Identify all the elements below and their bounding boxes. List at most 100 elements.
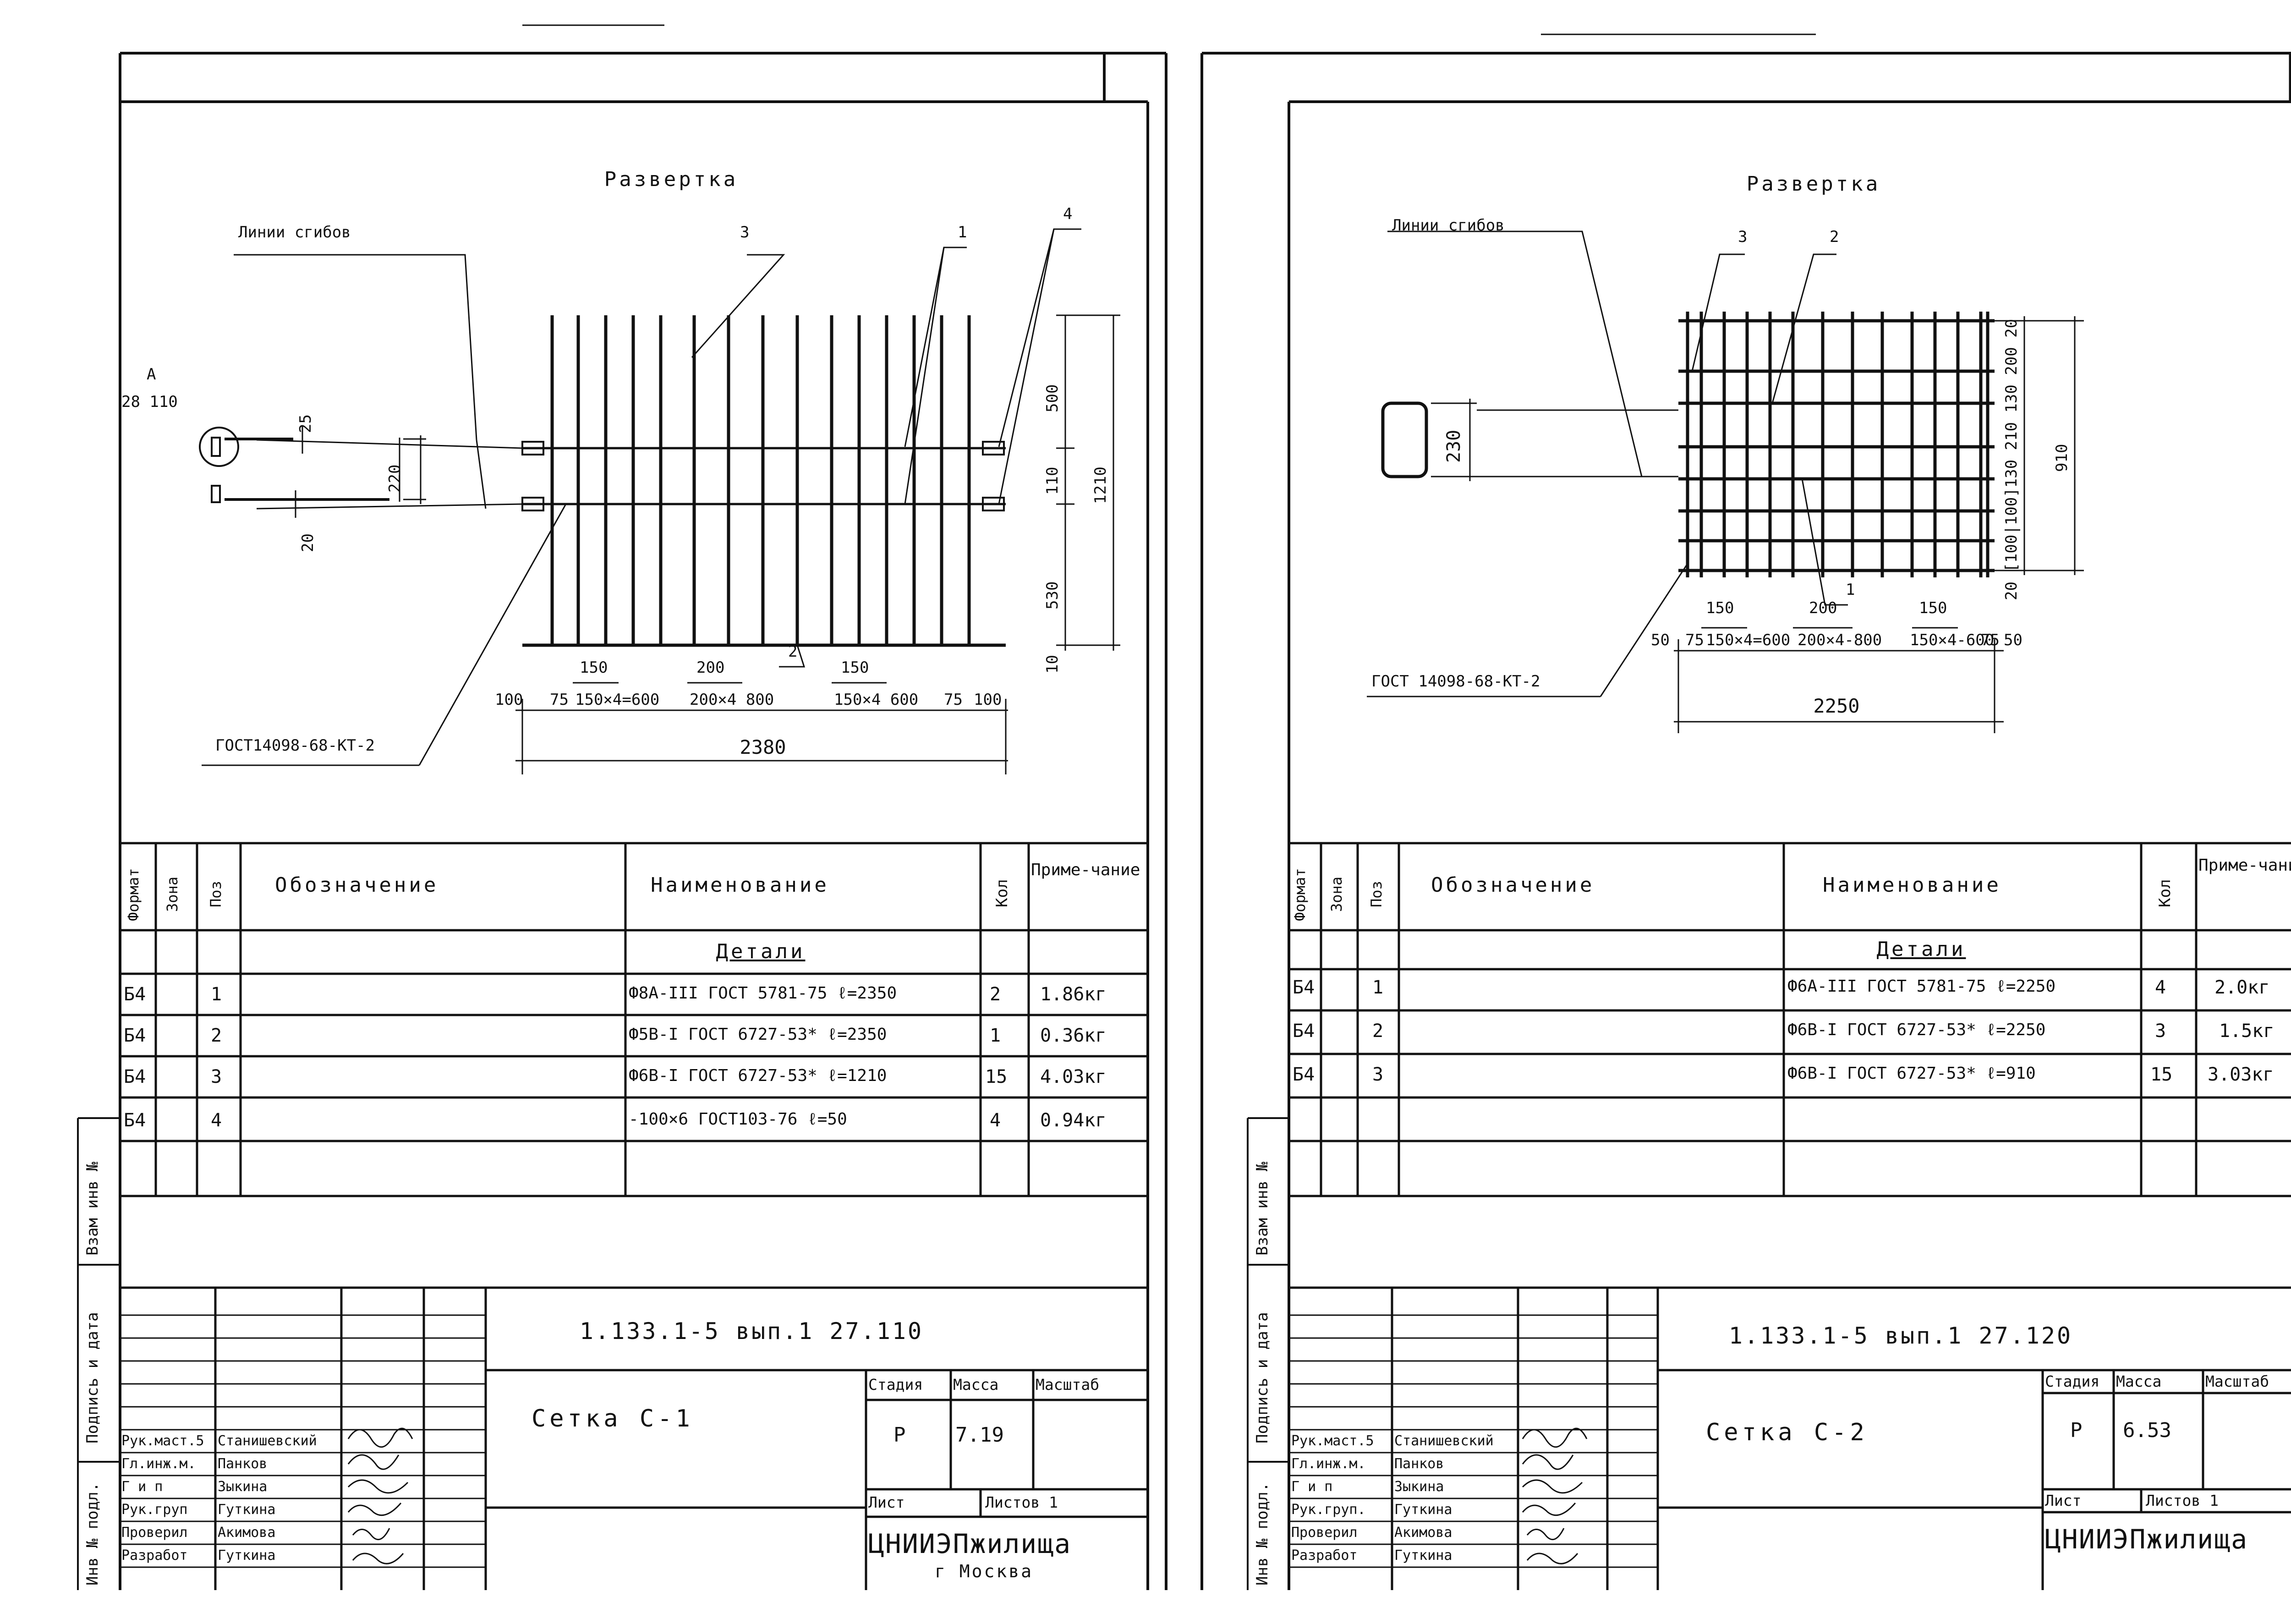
row3-format: Б4 xyxy=(1293,1064,1315,1085)
staff-name-4: Гуткина xyxy=(1394,1502,1452,1518)
row4-name: -100×6 ГОСТ103-76 ℓ=50 xyxy=(629,1110,847,1129)
staff-role-4: Рук.груп xyxy=(121,1502,188,1518)
staff-role-5: Проверил xyxy=(121,1525,188,1541)
detail-label: A xyxy=(147,365,156,384)
mass-value: 7.19 xyxy=(955,1423,1004,1447)
dim-1210: 1210 xyxy=(1091,466,1110,504)
stamp-inv-orig: Инв № подл. xyxy=(83,1482,102,1586)
row3-pos: 3 xyxy=(1372,1064,1384,1085)
mass-label: Масса xyxy=(953,1376,999,1394)
scale-label: Масштаб xyxy=(1036,1376,1100,1394)
row4-pos: 4 xyxy=(211,1110,222,1131)
total-width: 2380 xyxy=(740,736,786,758)
org-city: г Москва xyxy=(935,1561,1034,1581)
dim-110: 110 xyxy=(1043,466,1062,495)
right-dims: 20 [100|100]130 210 130 200 20 xyxy=(2002,318,2021,600)
staff-name-5: Акимова xyxy=(1394,1525,1452,1541)
sheet-label: Лист xyxy=(2045,1492,2082,1509)
col-format: Формат xyxy=(1291,868,1309,921)
row3-qty: 15 xyxy=(2150,1064,2173,1085)
row2-qty: 3 xyxy=(2155,1020,2166,1042)
stage-value: Р xyxy=(2070,1419,2083,1442)
dim-50: 50 xyxy=(1651,631,1670,649)
row1-note: 1.86кг xyxy=(1040,984,1107,1005)
staff-role-5: Проверил xyxy=(1291,1525,1358,1541)
callout-4: 4 xyxy=(1063,205,1073,223)
bend-lines-label: Линии сгибов xyxy=(238,223,351,241)
staff-role-2: Гл.инж.м. xyxy=(121,1456,196,1472)
staff-role-6: Разработ xyxy=(1291,1547,1358,1564)
scan-title: Развертка xyxy=(1746,172,1881,196)
section-details: Детали xyxy=(1876,938,1966,961)
row3-name: Ф6В-I ГОСТ 6727-53* ℓ=1210 xyxy=(629,1066,887,1085)
staff-role-1: Рук.маст.5 xyxy=(1291,1433,1374,1449)
dim-75: 75 xyxy=(550,691,569,709)
col-zone: Зона xyxy=(1328,876,1345,912)
staff-role-6: Разработ xyxy=(121,1547,188,1564)
staff-name-4: Гуткина xyxy=(218,1502,276,1518)
scale-label: Масштаб xyxy=(2205,1372,2269,1390)
stamp-signature-date: Подпись и дата xyxy=(83,1312,102,1443)
dim-910: 910 xyxy=(2053,444,2071,472)
row3-qty: 15 xyxy=(985,1066,1008,1087)
sheet-left: Развертка Линии сгибов 3 1 4 2 A 28 110 … xyxy=(77,24,1167,1590)
dim-top-200: 200 xyxy=(1809,599,1837,617)
callout-3: 3 xyxy=(1738,228,1748,246)
col-name: Наименование xyxy=(651,873,829,897)
drawing-right xyxy=(1200,33,2291,1590)
mass-value: 6.53 xyxy=(2123,1419,2171,1442)
dim-10: 10 xyxy=(1043,655,1062,674)
col-designation: Обозначение xyxy=(1431,873,1595,897)
staff-name-2: Панков xyxy=(218,1456,268,1472)
sheet-label: Лист xyxy=(868,1493,905,1511)
row4-note: 0.94кг xyxy=(1040,1110,1107,1131)
sheet-right: 106 Развертка Линии сгибов 3 2 1 230 20 … xyxy=(1174,0,2291,1624)
row1-pos: 1 xyxy=(211,984,222,1005)
section-details: Детали xyxy=(716,940,806,963)
row2-pos: 2 xyxy=(1372,1020,1384,1042)
staff-name-3: Зыкина xyxy=(218,1479,268,1495)
row2-name: Ф6В-I ГОСТ 6727-53* ℓ=2250 xyxy=(1787,1020,2046,1039)
scan-title: Развертка xyxy=(604,168,739,191)
staff-role-1: Рук.маст.5 xyxy=(121,1433,204,1449)
bend-lines-label: Линии сгибов xyxy=(1392,216,1505,235)
org-name: ЦНИИЭПжилища xyxy=(868,1528,1072,1559)
col-note: Приме-чание xyxy=(2198,856,2291,875)
row1-qty: 2 xyxy=(990,984,1001,1005)
row3-note: 4.03кг xyxy=(1040,1066,1107,1087)
dim-top-150b: 150 xyxy=(1919,599,1947,617)
callout-1: 1 xyxy=(958,223,967,241)
dim-150x4: 150×4=600 xyxy=(575,691,660,709)
stamp-inv-orig: Инв № подл. xyxy=(1253,1482,1272,1586)
dim-200x4: 200×4 800 xyxy=(690,691,774,709)
row1-format: Б4 xyxy=(1293,977,1315,998)
sheets-label: Листов 1 xyxy=(2146,1492,2219,1509)
staff-role-3: Г и п xyxy=(1291,1479,1333,1495)
staff-role-4: Рук.груп. xyxy=(1291,1502,1366,1518)
col-zone: Зона xyxy=(164,876,181,912)
callout-2: 2 xyxy=(1830,228,1839,246)
row4-qty: 4 xyxy=(990,1110,1001,1131)
col-pos: Поз xyxy=(1368,881,1385,907)
drawing-left xyxy=(77,24,1167,1590)
col-qty: Кол xyxy=(993,879,1011,907)
row1-name: Ф6А-III ГОСТ 5781-75 ℓ=2250 xyxy=(1787,977,2056,996)
sheet-title: Сетка С-2 xyxy=(1706,1419,1868,1446)
staff-role-3: Г и п xyxy=(121,1479,163,1495)
col-qty: Кол xyxy=(2156,879,2174,907)
dim-150x4b: 150×4 600 xyxy=(834,691,919,709)
detail-dims: 28 110 xyxy=(121,393,178,411)
staff-name-2: Панков xyxy=(1394,1456,1444,1472)
row2-qty: 1 xyxy=(990,1025,1001,1046)
staff-name-6: Гуткина xyxy=(218,1547,276,1564)
weld-standard: ГОСТ 14098-68-КТ-2 xyxy=(1371,672,1540,691)
dim-top-150: 150 xyxy=(1706,599,1734,617)
row3-format: Б4 xyxy=(124,1066,146,1087)
row3-pos: 3 xyxy=(211,1066,222,1087)
dim-top-150b: 150 xyxy=(841,658,869,677)
row2-note: 0.36кг xyxy=(1040,1025,1107,1046)
dim-150x4: 150×4=600 xyxy=(1706,631,1791,649)
stamp-replaced-inv: Взам инв № xyxy=(1253,1162,1272,1256)
dim-230: 230 xyxy=(1443,429,1464,463)
row1-format: Б4 xyxy=(124,984,146,1005)
